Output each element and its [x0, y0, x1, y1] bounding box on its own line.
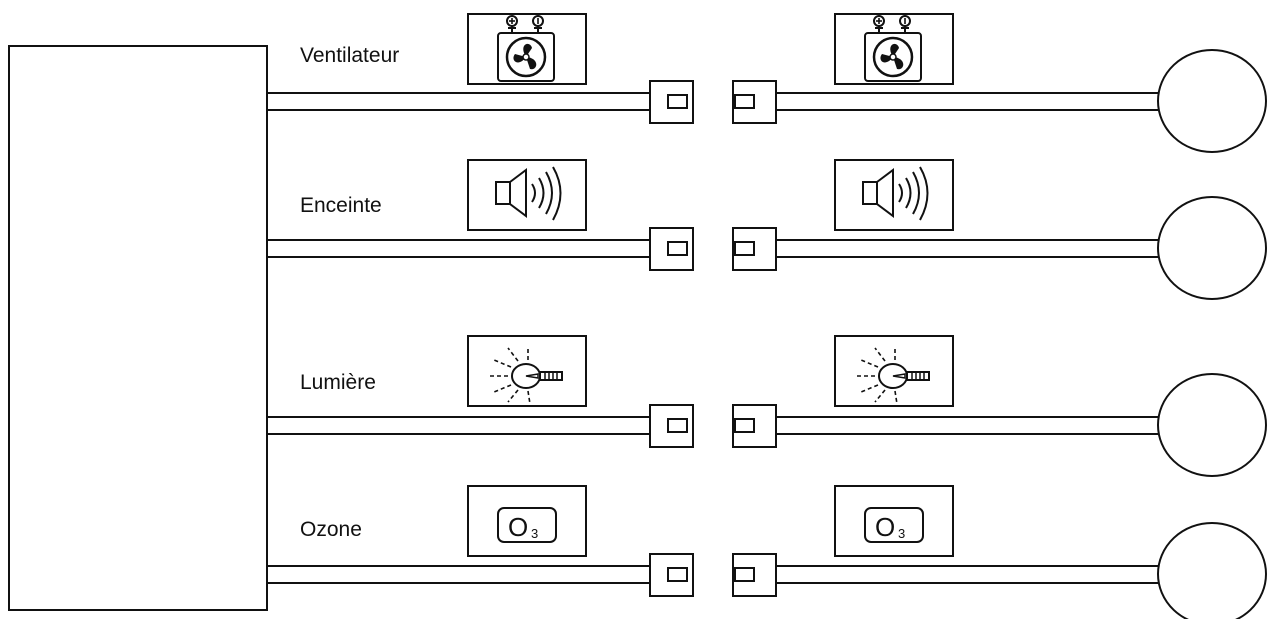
row-label: Ozone	[300, 518, 362, 541]
device-circle	[1157, 49, 1267, 153]
speaker-icon	[467, 159, 587, 231]
cable-right	[775, 92, 1163, 111]
light-bulb-icon	[834, 335, 954, 407]
cable-right	[775, 416, 1163, 435]
connector-socket	[734, 418, 755, 433]
ozone-subscript: 3	[898, 526, 905, 541]
speaker-icon	[834, 159, 954, 231]
ozone-subscript: 3	[531, 526, 538, 541]
cable-left	[266, 239, 653, 258]
ozone-symbol: O	[508, 512, 528, 542]
light-bulb-icon	[467, 335, 587, 407]
connector-socket	[734, 567, 755, 582]
connector-pin	[667, 567, 688, 582]
device-circle	[1157, 196, 1267, 300]
device-circle	[1157, 522, 1267, 619]
cable-left	[266, 565, 653, 584]
connector-pin	[667, 241, 688, 256]
connector-pin	[667, 94, 688, 109]
row-lumière: Lumière	[266, 335, 1267, 477]
cable-right	[775, 239, 1163, 258]
ozone-symbol: O	[875, 512, 895, 542]
connector-pin	[667, 418, 688, 433]
row-enceinte: Enceinte	[266, 159, 1267, 300]
icon-frame	[467, 485, 587, 557]
fan-icon	[834, 13, 954, 85]
control-unit-box	[8, 45, 268, 611]
fan-icon	[467, 13, 587, 85]
row-label: Enceinte	[300, 194, 382, 217]
cable-left	[266, 416, 653, 435]
cable-right	[775, 565, 1163, 584]
row-label: Lumière	[300, 371, 376, 394]
row-label: Ventilateur	[300, 44, 399, 67]
device-circle	[1157, 373, 1267, 477]
connector-socket	[734, 94, 755, 109]
cable-left	[266, 92, 653, 111]
connector-socket	[734, 241, 755, 256]
row-ventilateur: Ventilateur	[266, 13, 1267, 153]
